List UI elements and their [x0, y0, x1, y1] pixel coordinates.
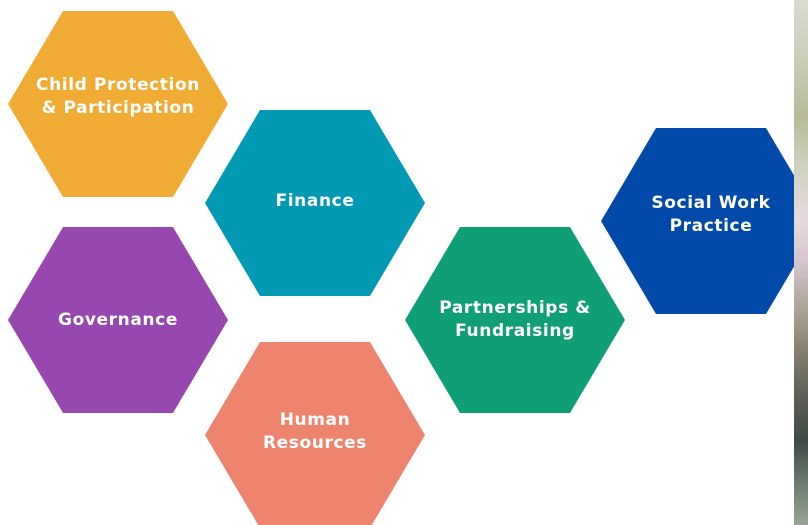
- hexagon-label-line: Resources: [262, 433, 368, 453]
- hexagon-label-line: Practice: [669, 216, 753, 236]
- hexagon-label-line: Partnerships &: [439, 298, 591, 318]
- hexagon-label-line: Finance: [275, 190, 355, 211]
- background-photo-edge: [794, 0, 808, 525]
- hexagon-child-protection-participation: Child Protection & Participation: [8, 11, 228, 197]
- hexagon-label: Finance: [230, 190, 400, 213]
- hexagon-label: Governance: [33, 309, 203, 332]
- hexagon-label-line: Social Work: [651, 193, 771, 213]
- hexagon-finance: Finance: [205, 110, 425, 296]
- hexagon-label-line: Governance: [58, 309, 178, 330]
- hexagon-label: Partnerships & Fundraising: [430, 297, 600, 343]
- hexagon-label-line: Fundraising: [455, 321, 575, 341]
- hexagon-social-work-practice: Social Work Practice: [601, 128, 808, 314]
- hexagon-label: Child Protection & Participation: [33, 74, 203, 120]
- hexagon-label: Social Work Practice: [626, 192, 796, 238]
- hexagon-governance: Governance: [8, 227, 228, 413]
- hexagon-label-line: & Participation: [41, 98, 195, 118]
- hexagon-label: Human Resources: [230, 409, 400, 455]
- hexagon-human-resources: Human Resources: [205, 342, 425, 525]
- hexagon-label-line: Human: [279, 410, 351, 430]
- hexagon-label-line: Child Protection: [36, 75, 200, 95]
- hexagon-partnerships-fundraising: Partnerships & Fundraising: [405, 227, 625, 413]
